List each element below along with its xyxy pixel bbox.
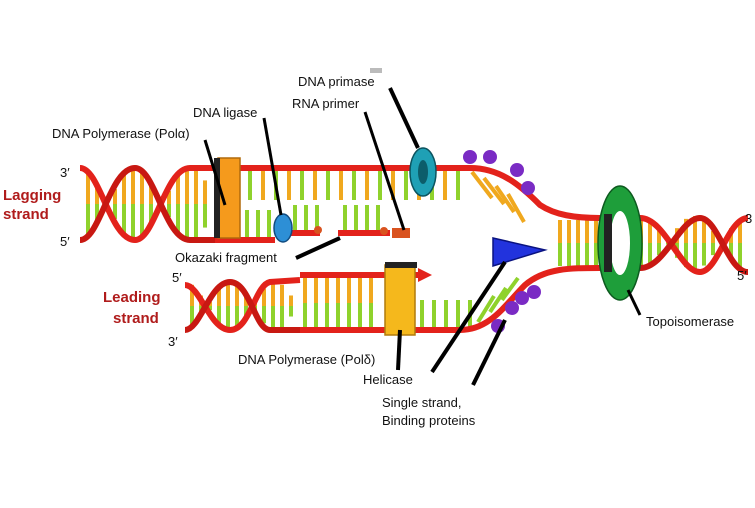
pointer-ligase	[262, 117, 283, 216]
base-pair-rung	[482, 176, 506, 206]
end-right-top: 3	[745, 211, 752, 226]
base-pair-rung	[500, 276, 520, 302]
label-ssb-2: Binding proteins	[382, 413, 476, 428]
base-pair-rung	[488, 286, 508, 314]
backbone-strand	[79, 165, 215, 244]
lagging-strand-label-2: strand	[3, 206, 49, 223]
polymerase-delta-block	[384, 264, 416, 336]
primer-dot	[380, 227, 388, 235]
label-dna-ligase: DNA ligase	[193, 105, 257, 120]
label-pol-delta: DNA Polymerase (Polδ)	[238, 352, 375, 367]
backbone-strand	[184, 278, 300, 333]
label-okazaki: Okazaki fragment	[175, 250, 277, 265]
end-right-bottom: 5′	[737, 268, 747, 283]
dna-ligase-shape	[273, 213, 293, 243]
dna-polymerase-delta	[384, 262, 417, 336]
base-pair-rung	[470, 170, 494, 200]
rna-primer-segment	[392, 228, 410, 238]
leading-template-strand	[300, 265, 601, 333]
pointer-ssb	[471, 319, 507, 386]
lagging-template-strand	[215, 165, 601, 221]
end-lead-bottom: 3′	[168, 334, 178, 349]
pointer-topoisomerase	[626, 289, 642, 316]
label-pointers	[203, 87, 642, 386]
primer-dot	[314, 226, 322, 234]
label-topoisomerase: Topoisomerase	[646, 314, 734, 329]
end-lag-top: 3′	[60, 165, 70, 180]
base-pair-rung	[506, 193, 526, 223]
label-rna-primer: RNA primer	[292, 96, 360, 111]
end-lead-top: 5′	[172, 270, 182, 285]
pointer-okazaki	[295, 236, 341, 260]
leading-strand-label-1: Leading	[103, 289, 161, 306]
label-ssb-1: Single strand,	[382, 395, 462, 410]
polymerase-delta-edge	[385, 262, 417, 268]
label-helicase: Helicase	[363, 372, 413, 387]
backbone-strand	[600, 214, 749, 275]
dna-polymerase-alpha	[214, 157, 241, 239]
backbone-strand	[79, 164, 215, 243]
label-dna-primase: DNA primase	[298, 74, 375, 89]
ssb-protein	[483, 150, 497, 164]
leading-strand-label-2: strand	[113, 310, 159, 327]
end-lag-bottom: 5′	[60, 234, 70, 249]
label-pol-alpha: DNA Polymerase (Polα)	[52, 126, 190, 141]
pointer-helicase	[430, 260, 507, 374]
topoisomerase	[597, 185, 643, 301]
ssb-protein	[463, 150, 477, 164]
topoisomerase-edge	[604, 214, 612, 272]
ssb-protein	[510, 163, 524, 177]
ssb-protein	[521, 181, 535, 195]
backbone-strand	[184, 277, 301, 334]
backbone-strand	[600, 215, 749, 276]
pointer-pol-alpha	[203, 139, 227, 206]
dna-primase-hole	[418, 160, 428, 184]
lagging-helix-left	[79, 164, 215, 244]
base-pair-rung	[494, 184, 516, 214]
topoisomerase-hole	[610, 211, 630, 275]
ssb-protein	[527, 285, 541, 299]
pointer-primase	[388, 87, 420, 149]
ssb-protein	[505, 301, 519, 315]
base-pair-rung	[476, 294, 496, 324]
ssb-protein	[515, 291, 529, 305]
leading-helix-left	[184, 277, 301, 334]
lagging-strand-label-1: Lagging	[3, 187, 61, 204]
leading-direction-arrow	[418, 268, 432, 282]
helicase-wedge	[492, 237, 548, 268]
polymerase-alpha-edge	[214, 158, 220, 238]
parental-helix-right	[600, 214, 749, 276]
pointer-pol-delta	[396, 329, 402, 371]
pointer-primer	[363, 111, 406, 231]
small-marker	[370, 68, 382, 73]
